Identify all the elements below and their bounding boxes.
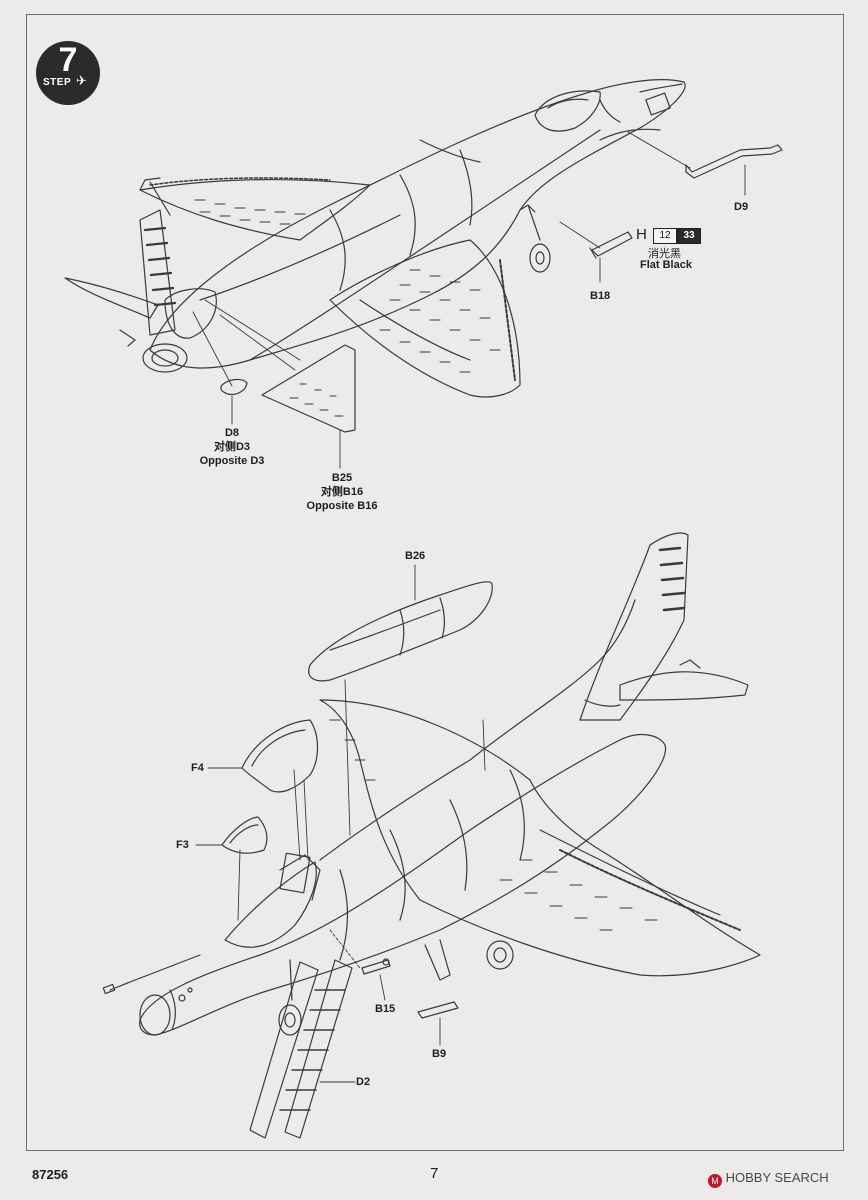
- label-f4: F4: [191, 762, 204, 774]
- paint-name-cn: 消光黑: [648, 248, 681, 260]
- label-f3: F3: [176, 839, 189, 851]
- leader-lines-bottom: [195, 564, 486, 1083]
- part-f4-drawing: [241, 719, 319, 793]
- step-label: STEP: [43, 77, 72, 88]
- label-b25: B25: [331, 472, 353, 484]
- hobby-search-logo-icon: M: [708, 1174, 722, 1188]
- part-b18-drawing: [589, 231, 633, 259]
- part-b25-drawing: [261, 344, 356, 433]
- label-b25-en: Opposite B16: [306, 500, 378, 512]
- paint-code: H: [636, 226, 647, 243]
- label-d8-en: Opposite D3: [199, 455, 265, 467]
- label-d9: D9: [734, 201, 749, 213]
- label-b25-group: B25 对侧B16 Opposite B16: [300, 471, 384, 513]
- paint-name-en: Flat Black: [640, 259, 692, 271]
- watermark-brand: HOBBY SEARCH: [725, 1170, 829, 1185]
- part-b9-drawing: [417, 1001, 459, 1019]
- step-badge: 7 STEP ✈: [36, 41, 100, 105]
- page-number: 7: [430, 1165, 439, 1182]
- kit-number: 87256: [32, 1167, 69, 1182]
- part-b26-drawing: [308, 581, 493, 682]
- label-b15: B15: [375, 1003, 396, 1015]
- watermark: M HOBBY SEARCH: [708, 1170, 829, 1188]
- top-aircraft-drawing: [64, 79, 686, 398]
- part-d8-drawing: [220, 378, 248, 396]
- label-b18: B18: [590, 290, 611, 302]
- jet-icon: ✈: [76, 73, 87, 88]
- label-b25-cn: 对侧B16: [320, 486, 364, 498]
- label-d8: D8: [224, 427, 240, 439]
- part-f3-drawing: [221, 816, 268, 854]
- page-frame: [26, 14, 844, 1151]
- bottom-aircraft-drawing: [102, 532, 761, 1036]
- step-number: 7: [58, 41, 78, 79]
- part-b15-drawing: [361, 958, 391, 975]
- label-d2: D2: [356, 1076, 371, 1088]
- label-b9: B9: [432, 1048, 447, 1060]
- label-d8-group: D8 对侧D3 Opposite D3: [190, 426, 274, 468]
- label-d8-cn: 对侧D3: [213, 441, 251, 453]
- paint-number-1: 12: [653, 228, 677, 244]
- label-b26: B26: [405, 550, 426, 562]
- paint-number-2: 33: [677, 228, 701, 244]
- leader-lines-top: [192, 131, 746, 469]
- part-d2-ladder-drawing: [249, 959, 353, 1139]
- part-d9-drawing: [685, 144, 783, 179]
